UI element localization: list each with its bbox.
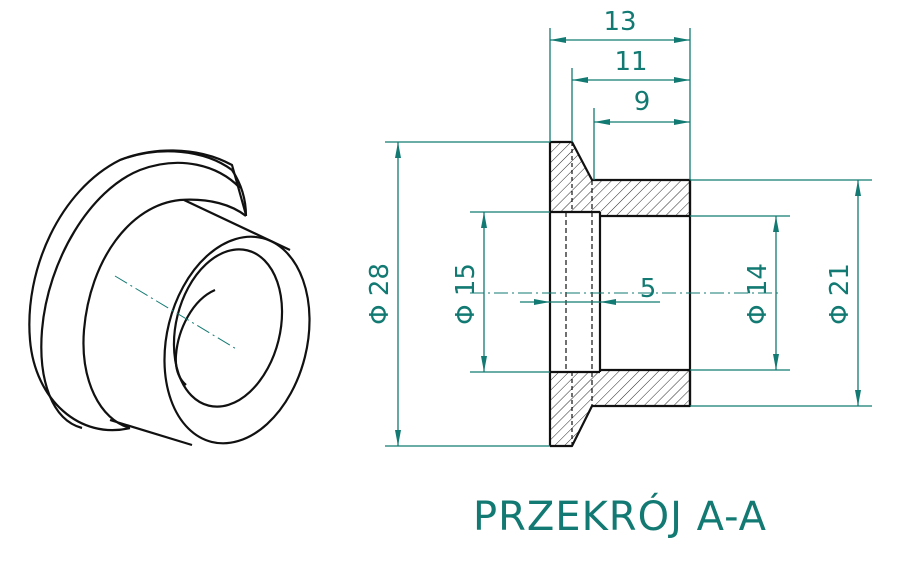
arrow-13-right (674, 37, 690, 43)
dim-dia-28-label: Φ 28 (365, 263, 395, 325)
arrow-13-left (550, 37, 566, 43)
section-hatch-top (550, 142, 690, 216)
dimensions: 13 11 9 5 Φ 28 Φ 15 (365, 7, 872, 447)
dim-13-label: 13 (603, 7, 636, 37)
arrow-15-top (481, 212, 487, 228)
section-title: PRZEKRÓJ A-A (473, 492, 767, 540)
dim-dia-21-label: Φ 21 (825, 263, 855, 325)
dim-11-label: 11 (614, 47, 647, 77)
arrow-5-left (534, 299, 550, 305)
arrow-5-right (600, 299, 616, 305)
isometric-view (28, 149, 311, 447)
isometric-axis (114, 275, 239, 351)
flange-right-edge (231, 169, 248, 217)
arrow-21-top (855, 180, 861, 196)
flange-rim-front (40, 161, 241, 430)
arrow-14-top (773, 216, 779, 232)
dim-dia-14-label: Φ 14 (743, 263, 773, 325)
arrow-9-right (674, 119, 690, 125)
hub-front-face (163, 235, 311, 445)
bore-inner-step (174, 288, 216, 386)
flange-rim-back (28, 150, 233, 432)
flange-top-edge (119, 149, 248, 216)
dim-5-label: 5 (640, 274, 657, 304)
hub-bottom-line (109, 418, 193, 447)
section-hatch-bottom (550, 370, 690, 446)
arrow-14-bottom (773, 354, 779, 370)
arrow-28-top (395, 142, 401, 158)
dim-dia-15-label: Φ 15 (451, 263, 481, 325)
arrow-11-right (674, 77, 690, 83)
arrow-11-left (572, 77, 588, 83)
arrow-28-bottom (395, 430, 401, 446)
section-view (470, 140, 780, 448)
hub-outer-left (82, 198, 247, 430)
dim-9-label: 9 (634, 87, 651, 117)
arrow-9-left (594, 119, 610, 125)
arrow-15-bottom (481, 356, 487, 372)
arrow-21-bottom (855, 390, 861, 406)
bore-opening (172, 248, 284, 408)
